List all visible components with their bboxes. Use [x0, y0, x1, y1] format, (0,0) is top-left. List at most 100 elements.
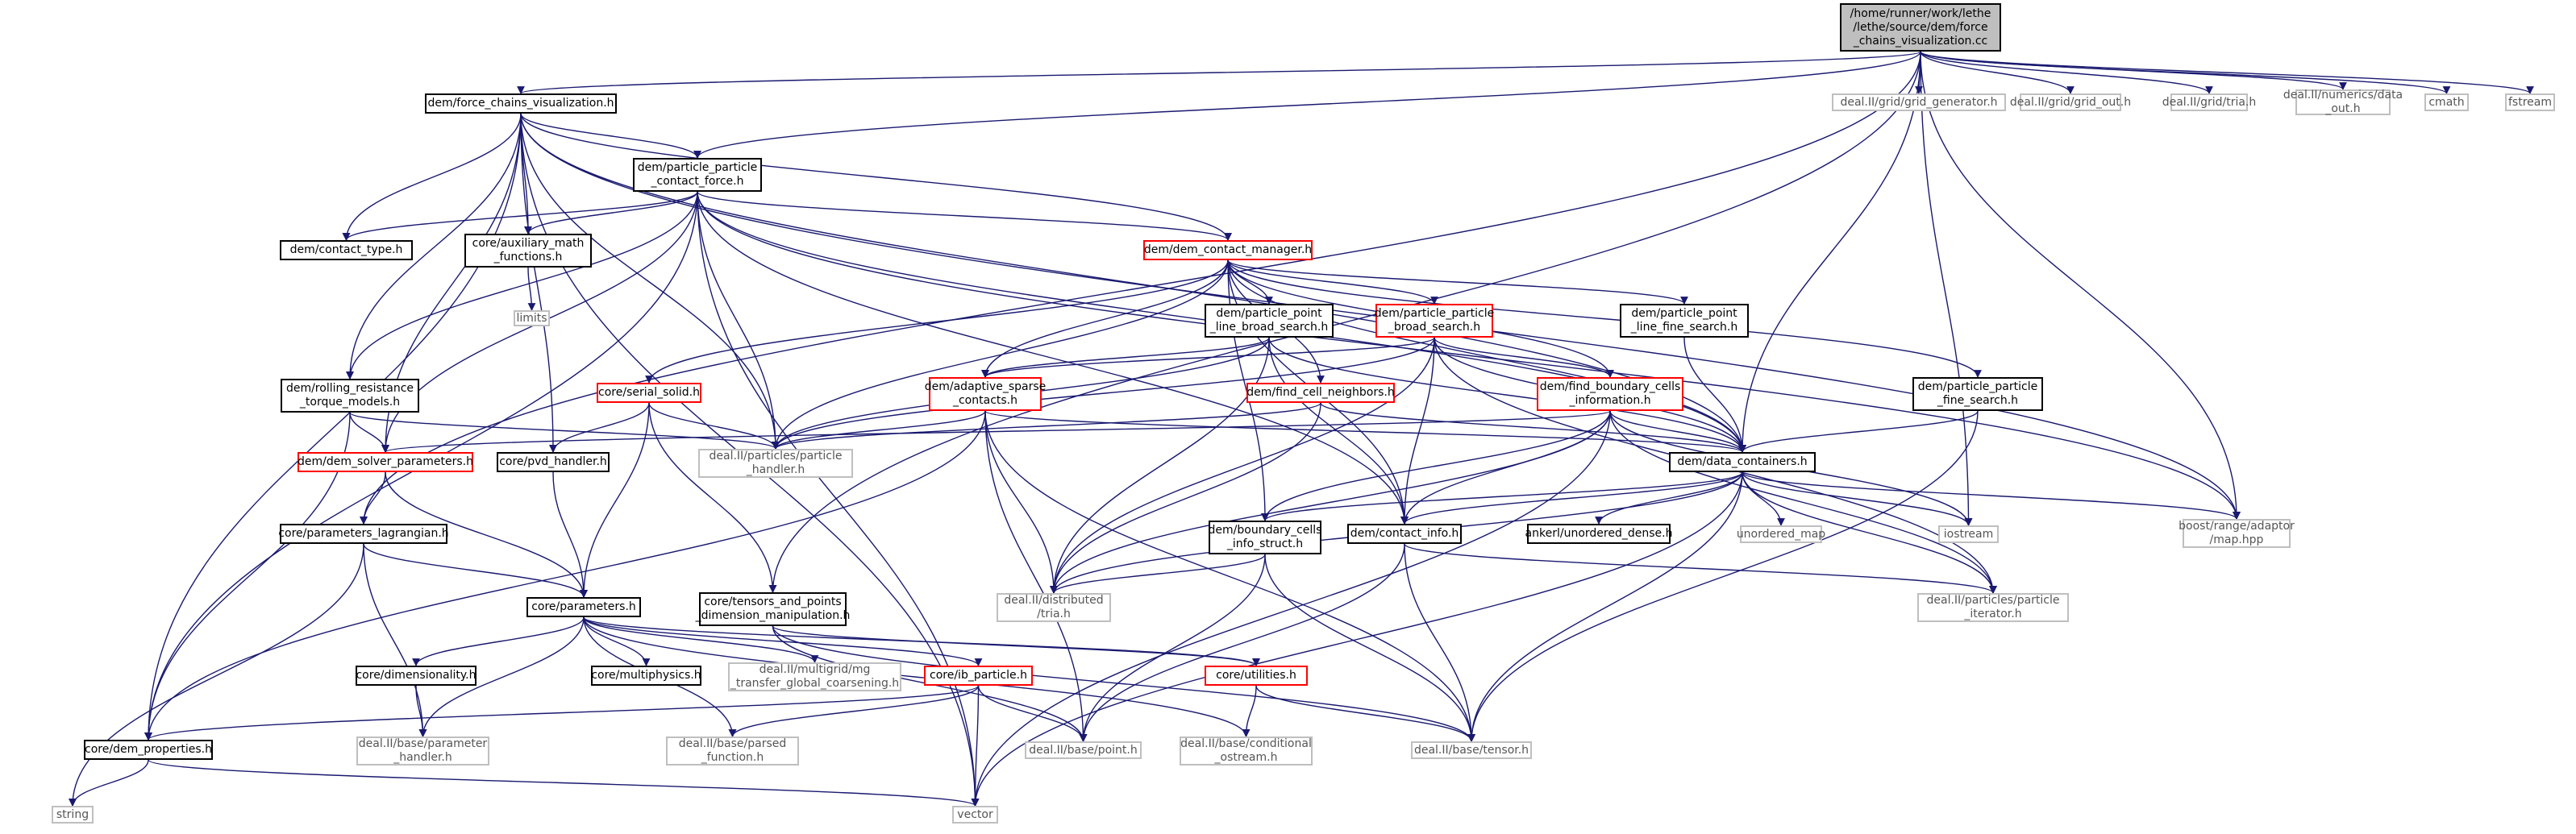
- node-mg: deal.II/multigrid/mg _transfer_global_co…: [728, 662, 901, 691]
- edge-params-to-dim: [412, 616, 585, 666]
- node-params[interactable]: core/parameters.h: [526, 597, 641, 617]
- edge-ib-to-dp: [144, 685, 980, 741]
- edge-dc-to-iostream: [1742, 471, 1973, 526]
- node-mp[interactable]: core/multiphysics.h: [591, 666, 701, 686]
- node-ib[interactable]: core/ib_particle.h: [924, 666, 1033, 686]
- edge-ppcf-to-vector: [697, 191, 980, 807]
- edge-params-to-cond: [583, 616, 1251, 737]
- node-string: string: [52, 806, 94, 824]
- node-aux[interactable]: core/auxiliary_math _functions.h: [464, 234, 592, 268]
- edge-pplfs-to-dc: [1683, 337, 1746, 453]
- edge-dsp-to-pl: [360, 471, 386, 525]
- edge-dcm-to-pplfs: [1227, 259, 1688, 305]
- node-cond: deal.II/base/conditional _ostream.h: [1180, 736, 1313, 766]
- edge-ppcf-to-ct: [342, 191, 698, 241]
- edge-ppcf-to-boost: [697, 191, 2241, 520]
- edge-asc-to-tensor: [984, 410, 1475, 742]
- edge-dc-to-vector: [971, 471, 1743, 807]
- edge-ppfs-to-tensor: [1467, 410, 1979, 742]
- node-bcis[interactable]: dem/boundary_cells _info_struct.h: [1209, 521, 1321, 554]
- edge-ci-to-tensor: [1404, 543, 1475, 742]
- edge-fbci-to-ci: [1400, 410, 1611, 525]
- edge-fcn-to-dist_tria: [1050, 402, 1321, 594]
- node-dim[interactable]: core/dimensionality.h: [356, 666, 476, 686]
- edge-ppcf-to-ci: [697, 191, 1409, 525]
- edge-ppfs-to-dc: [1738, 410, 1979, 453]
- node-num-data: deal.II/numerics/data _out.h: [2283, 89, 2403, 115]
- edge-ci-to-point: [1079, 543, 1405, 742]
- edge-aux-to-limits: [527, 267, 536, 311]
- node-vector: vector: [952, 806, 998, 824]
- node-ppbs[interactable]: dem/particle_particle _broad_search.h: [1375, 304, 1494, 338]
- edge-params-to-util: [583, 616, 1260, 666]
- node-fcv[interactable]: dem/force_chains_visualization.h: [425, 93, 617, 114]
- edge-fcv-to-ct: [342, 113, 522, 241]
- node-pplfs[interactable]: dem/particle_point _line_fine_search.h: [1620, 304, 1749, 338]
- node-umap: unordered_map: [1737, 525, 1825, 543]
- edge-fcn-to-dc: [1320, 402, 1746, 453]
- node-asc[interactable]: dem/adaptive_sparse _contacts.h: [925, 377, 1046, 411]
- node-util[interactable]: core/utilities.h: [1205, 666, 1308, 686]
- node-dp[interactable]: core/dem_properties.h: [84, 740, 213, 760]
- node-dcm[interactable]: dem/dem_contact_manager.h: [1143, 240, 1313, 260]
- node-tpdm[interactable]: core/tensors_and_points _dimension_manip…: [696, 592, 850, 626]
- node-root[interactable]: /home/runner/work/lethe /lethe/source/de…: [1840, 3, 2001, 52]
- edge-dcm-to-ppfs: [1227, 259, 1982, 378]
- edge-ppbs-to-fbci: [1434, 337, 1614, 378]
- edge-root-to-tria: [1920, 51, 2213, 94]
- edge-asc-to-dc: [984, 410, 1746, 453]
- edge-root-to-cmath: [1920, 51, 2451, 94]
- edge-fbci-to-dc: [1609, 410, 1746, 453]
- edge-fbci-to-vector: [971, 410, 1611, 807]
- node-dist-tria: deal.II/distributed /tria.h: [997, 593, 1111, 622]
- node-fcn[interactable]: dem/find_cell_neighbors.h: [1246, 383, 1395, 403]
- edge-ss-to-pvd: [549, 402, 650, 453]
- edge-tpdm-to-tensor: [772, 625, 1475, 742]
- edge-util-to-cond: [1242, 685, 1257, 737]
- edge-params-to-ib: [583, 616, 983, 666]
- edge-ppcf-to-aux: [524, 191, 698, 234]
- edge-asc-to-dp: [144, 410, 986, 741]
- edge-ss-to-params: [580, 402, 650, 598]
- node-pvd[interactable]: core/pvd_handler.h: [497, 452, 610, 472]
- edge-dp-to-string: [69, 759, 149, 807]
- node-ct[interactable]: dem/contact_type.h: [280, 240, 413, 260]
- node-ci[interactable]: dem/contact_info.h: [1347, 524, 1462, 544]
- node-ss[interactable]: core/serial_solid.h: [597, 383, 701, 403]
- node-fbci[interactable]: dem/find_boundary_cells _information.h: [1537, 377, 1683, 411]
- edge-asc-to-ph: [772, 410, 986, 450]
- edge-dc-to-pit: [1742, 471, 1997, 594]
- edge-pl-to-params: [363, 543, 588, 598]
- edge-dcm-to-ss: [645, 259, 1229, 384]
- edge-params-to-mg: [583, 616, 819, 663]
- node-iostream: iostream: [1938, 525, 1999, 543]
- node-dsp[interactable]: dem/dem_solver_parameters.h: [298, 452, 473, 472]
- node-cmath: cmath: [2424, 93, 2469, 111]
- edge-fbci-to-pit: [1609, 410, 1997, 594]
- node-fstream: fstream: [2505, 93, 2555, 111]
- edge-fbci-to-dsp: [381, 410, 1611, 453]
- node-pit: deal.II/particles/particle _iterator.h: [1917, 593, 2069, 622]
- node-dc[interactable]: dem/data_containers.h: [1669, 452, 1816, 472]
- edge-dc-to-aud: [1595, 471, 1743, 525]
- edge-dcm-to-asc: [981, 259, 1229, 378]
- node-tria: deal.II/grid/tria.h: [2162, 93, 2256, 111]
- node-pplbs[interactable]: dem/particle_point _line_broad_search.h: [1205, 304, 1334, 338]
- node-rrt[interactable]: dem/rolling_resistance _torque_models.h: [281, 379, 419, 413]
- node-ppcf[interactable]: dem/particle_particle _contact_force.h: [633, 158, 762, 192]
- edge-dc-to-umap: [1742, 471, 1785, 526]
- edge-dc-to-bcis: [1261, 471, 1743, 521]
- node-aud[interactable]: ankerl/unordered_dense.h: [1525, 524, 1672, 544]
- node-ppfs[interactable]: dem/particle_particle _fine_search.h: [1912, 377, 2043, 411]
- edge-ib-to-pf: [728, 685, 980, 737]
- edge-util-to-tensor: [1255, 685, 1475, 742]
- edge-ib-to-vector: [971, 685, 980, 807]
- edge-root-to-fstream: [1920, 51, 2534, 94]
- edge-asc-to-point: [984, 410, 1088, 742]
- edge-fcv-to-rrt: [346, 113, 522, 380]
- node-pl[interactable]: core/parameters_lagrangian.h: [278, 524, 449, 544]
- edge-bcis-to-dist_tria: [1050, 554, 1266, 594]
- edge-fcv-to-ph: [520, 113, 780, 450]
- edge-rrt-to-ph: [349, 412, 780, 450]
